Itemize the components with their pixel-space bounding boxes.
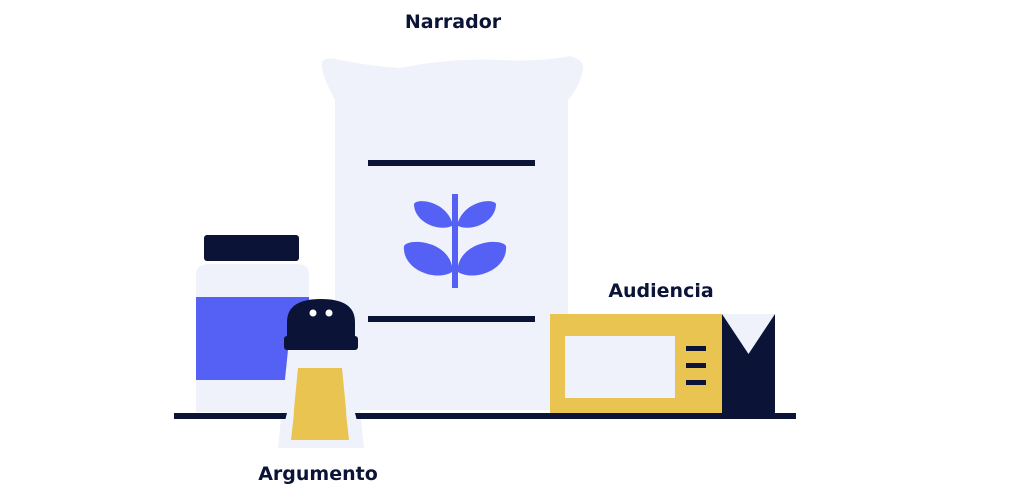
shelf-line (174, 413, 796, 419)
label-audiencia: Audiencia (608, 280, 714, 302)
microwave-window (565, 336, 675, 398)
microwave-button (686, 346, 706, 351)
shaker-hole-right (325, 309, 333, 317)
sack-stripe-top (368, 160, 535, 166)
shaker-hole-left (309, 309, 317, 317)
flour-sack-icon (321, 56, 584, 410)
carton-icon (722, 314, 775, 414)
label-narrador: Narrador (404, 11, 502, 33)
sack-stripe-bottom (368, 316, 535, 322)
shaker-rim (284, 336, 358, 350)
microwave-icon (550, 314, 722, 414)
jar-lid (204, 235, 299, 261)
shaker-cap (287, 299, 355, 340)
shaker-salt-front (291, 413, 349, 440)
carton-fold (722, 314, 775, 354)
label-argumento: Argumento (258, 463, 378, 485)
microwave-button (686, 363, 706, 368)
plant-icon (403, 194, 507, 288)
microwave-button (686, 380, 706, 385)
